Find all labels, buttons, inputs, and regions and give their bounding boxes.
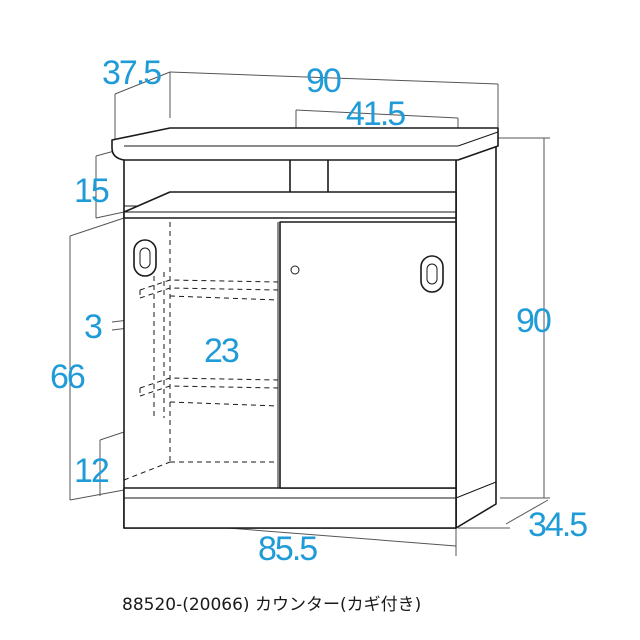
dim-inner-gap: 3 [84,308,102,346]
dim-height-total: 90 [516,302,551,340]
dim-base-height: 12 [74,452,109,490]
dim-shelf-spacing: 23 [204,332,239,370]
dim-depth-bottom: 34.5 [528,506,587,544]
left-door-handle [133,239,157,277]
dimension-labels: 37.5 90 41.5 15 90 3 66 23 12 34.5 85.5 [50,54,589,568]
right-door-handle [420,255,444,293]
dim-opening-width: 41.5 [346,95,405,133]
dim-shelf-height: 15 [74,172,109,210]
dim-lower-height: 66 [50,358,85,396]
base-plinth [123,487,457,529]
side-panel [455,143,497,529]
dim-width-total: 90 [306,62,341,100]
mid-shelf [123,191,457,219]
product-caption: 88520-(20066) カウンター(カギ付き) [122,595,421,615]
dim-depth-top: 37.5 [102,54,161,92]
interior-hidden [123,222,279,481]
dim-width-bottom: 85.5 [258,530,317,568]
top-board [111,127,499,161]
lock-keyhole [290,265,300,275]
sliding-doors [133,221,457,489]
